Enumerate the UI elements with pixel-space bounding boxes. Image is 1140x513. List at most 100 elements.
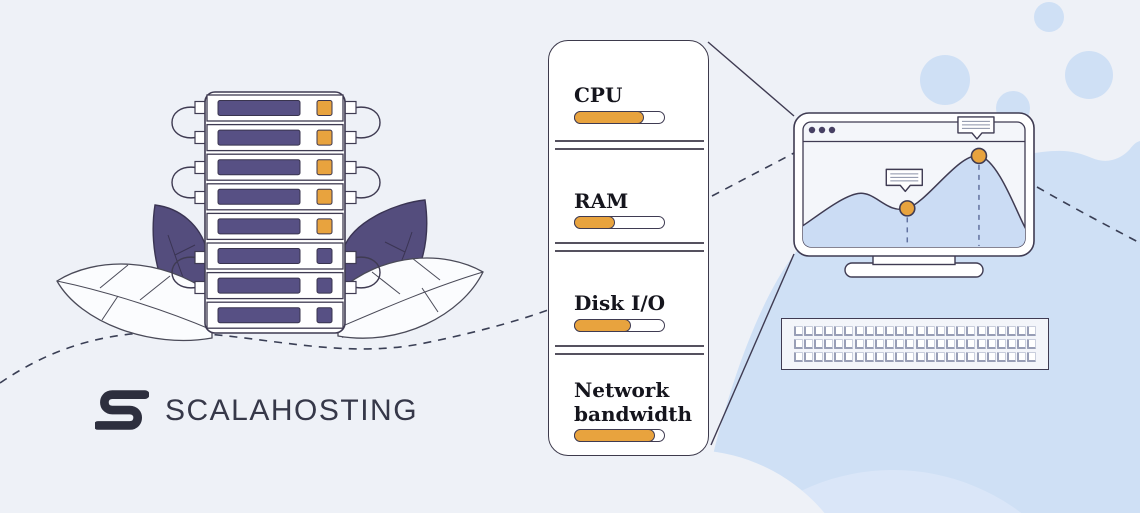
keyboard-key [1017,326,1027,337]
keyboard-key [986,351,996,362]
keyboard-key [1007,326,1017,337]
decorative-bubbles [920,2,1113,125]
keyboard-key [793,351,803,362]
server-unit-led [316,277,333,294]
monitor-illustration [793,112,1035,278]
keyboard-key [803,326,813,337]
keyboard-key [854,338,864,349]
keyboard-key [864,326,874,337]
keyboard-key [996,351,1006,362]
keyboard-key [915,351,925,362]
server-unit-faceplate [217,307,301,324]
server-unit-faceplate [217,218,301,235]
keyboard-key [885,326,895,337]
keyboard-key [925,338,935,349]
panel-monitor-dashed-connector [711,152,795,197]
keyboard-key [813,338,823,349]
blob-cutout-circle [555,450,825,513]
keyboard-key [915,338,925,349]
server-unit-led [316,218,333,235]
server-unit-faceplate [217,129,301,146]
chart-markers-and-tooltips [885,116,995,246]
keyboard-key [1027,351,1037,362]
keyboard-key [956,338,966,349]
keyboard-key [824,326,834,337]
server-unit-faceplate [217,100,301,116]
keyboard-key [905,338,915,349]
keyboard-key [966,326,976,337]
server-unit-faceplate [217,159,301,176]
server-unit-led [316,188,333,205]
keyboard-key [905,351,915,362]
keyboard-key [834,338,844,349]
server-unit-led [316,129,333,146]
keyboard-key [844,338,854,349]
keyboard-key [915,326,925,337]
keyboard-key [966,338,976,349]
tooltip-callout [957,116,995,140]
rack-rows [206,94,344,329]
keyboard-key [1027,338,1037,349]
keyboard-key [793,326,803,337]
keyboard-key [935,326,945,337]
chart-area-fill [803,155,1025,247]
metric-bar-fill-disk [573,318,631,332]
keyboard-key [885,351,895,362]
blob-inner-light-circle [764,470,1022,513]
keyboard-key [956,326,966,337]
keyboard-key [824,338,834,349]
keyboard-key [854,351,864,362]
rack-side-tabs [194,100,357,295]
server-unit-led [316,100,333,116]
server-unit-led [316,307,333,324]
metric-bar-ram [573,215,665,229]
keyboard-key [885,338,895,349]
metric-label-cpu: CPU [574,83,623,107]
keyboard-key [996,338,1006,349]
keyboard-key [793,338,803,349]
keyboard-key [1027,326,1037,337]
server-unit-led [316,248,333,264]
keyboard-key [844,351,854,362]
keyboard-key [946,351,956,362]
keyboard-key [946,326,956,337]
white-leaf-veins [56,257,484,331]
server-rack-illustration [56,91,484,342]
chart-marker-dot [970,147,988,165]
keyboard-key [925,351,935,362]
keyboard-key [976,326,986,337]
metric-label-ram: RAM [574,189,629,213]
keyboard-illustration [781,318,1049,370]
keyboard-key [824,351,834,362]
keyboard-key [966,351,976,362]
keyboard-key [996,326,1006,337]
server-unit-faceplate [217,188,301,205]
keyboard-key [864,351,874,362]
keyboard-key [844,326,854,337]
keyboard-key [813,351,823,362]
divider [555,148,704,150]
metric-bar-fill-network [573,428,655,442]
metric-bar-fill-ram [573,215,615,229]
browser-dots-icon [808,126,836,134]
server-unit-faceplate [217,248,301,264]
keyboard-key [874,338,884,349]
metric-bar-disk [573,318,665,332]
keyboard-key [874,326,884,337]
keyboard-key [813,326,823,337]
keyboard-key [874,351,884,362]
keyboard-key [803,351,813,362]
keyboard-key [895,338,905,349]
rack-cable-loops [171,106,381,289]
keyboard-key [834,351,844,362]
scalahosting-logo-icon [95,390,149,430]
keyboard-key [803,338,813,349]
keyboard-key [935,351,945,362]
scalahosting-logo: SCALAHOSTING [95,388,418,434]
server-unit-led [316,159,333,176]
keyboard-key [1017,351,1027,362]
projection-lines [707,41,795,446]
server-unit-faceplate [217,277,301,294]
